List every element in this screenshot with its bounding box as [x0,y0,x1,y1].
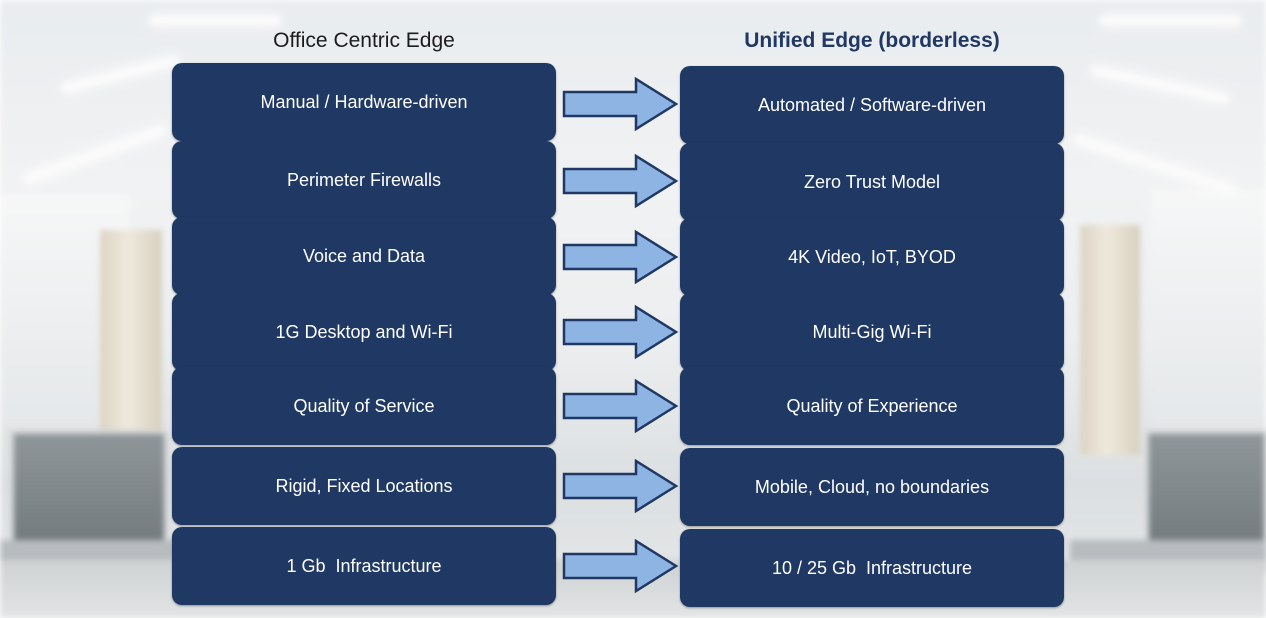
right-arrow-icon [562,538,679,594]
left-column-title: Office Centric Edge [273,29,455,52]
right-box-4k-video-iot-byod: 4K Video, IoT, BYOD [680,218,1064,296]
left-box-voice-and-data: Voice and Data [172,217,556,295]
left-box-quality-of-service: Quality of Service [172,367,556,445]
left-box-perimeter-firewalls: Perimeter Firewalls [172,141,556,219]
left-box-rigid-fixed-locations: Rigid, Fixed Locations [172,447,556,525]
right-box-mobile-cloud-no-boundaries: Mobile, Cloud, no boundaries [680,448,1064,526]
right-arrow-icon [562,229,679,285]
left-box-manual-hardware-driven: Manual / Hardware-driven [172,63,556,141]
right-arrow-icon [562,76,679,132]
left-box-1gb-infrastructure: 1 Gb Infrastructure [172,527,556,605]
right-arrow-icon [562,458,679,514]
right-arrow-icon [562,304,679,360]
left-box-1g-desktop-wifi: 1G Desktop and Wi-Fi [172,293,556,371]
right-arrow-icon [562,153,679,209]
right-box-zero-trust-model: Zero Trust Model [680,143,1064,221]
right-arrow-icon [562,378,679,434]
right-box-quality-of-experience: Quality of Experience [680,367,1064,445]
right-column-title: Unified Edge (borderless) [744,29,1000,52]
right-box-10-25gb-infrastructure: 10 / 25 Gb Infrastructure [680,529,1064,607]
right-box-multi-gig-wifi: Multi-Gig Wi-Fi [680,293,1064,371]
right-box-automated-software-driven: Automated / Software-driven [680,66,1064,144]
